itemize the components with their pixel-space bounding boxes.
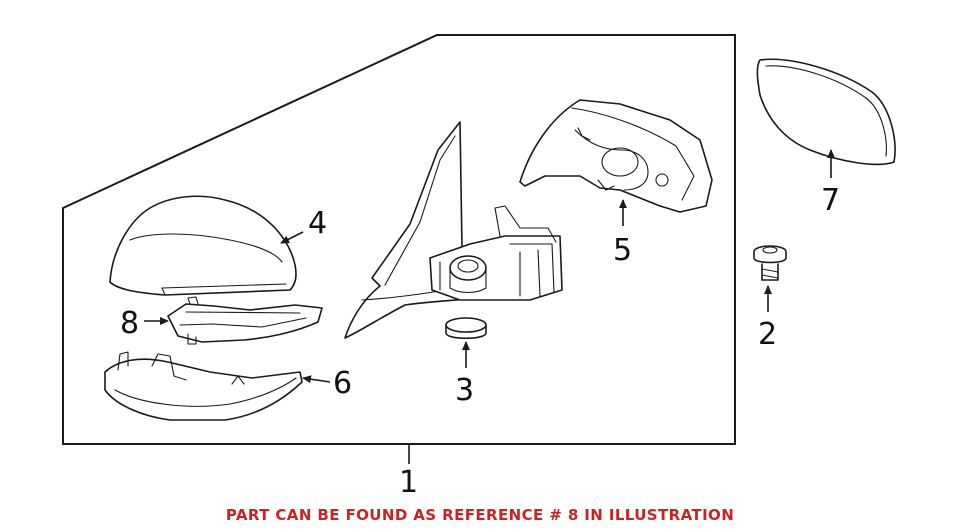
part-7-mirror-glass <box>756 58 896 166</box>
part-4-mirror-cap <box>109 195 297 296</box>
callout-4: 4 <box>308 206 327 241</box>
callout-5: 5 <box>613 233 632 268</box>
part-1-mirror-base <box>344 121 563 339</box>
leader-6 <box>302 375 331 384</box>
reference-note: PART CAN BE FOUND AS REFERENCE # 8 IN IL… <box>225 506 735 524</box>
callout-3: 3 <box>455 373 474 408</box>
callout-7: 7 <box>821 183 840 218</box>
part-2-screw <box>753 245 787 281</box>
callout-2: 2 <box>758 317 777 352</box>
callout-8: 8 <box>120 306 139 341</box>
leader-4 <box>280 231 304 244</box>
callout-6: 6 <box>333 366 352 401</box>
part-5-mirror-housing <box>519 99 713 213</box>
assembly-boundary <box>62 34 736 445</box>
part-8-turn-signal-lens <box>167 296 323 345</box>
callout-1: 1 <box>399 465 418 500</box>
part-3-cap <box>445 317 487 340</box>
part-6-lower-housing <box>104 351 303 421</box>
